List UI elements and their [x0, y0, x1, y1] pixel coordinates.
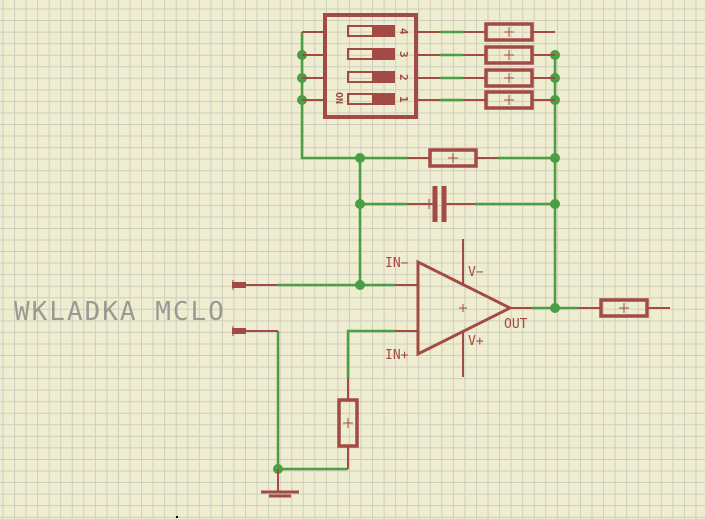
resistor-body [484, 45, 534, 65]
cursor-dot [176, 516, 178, 518]
junction-dot [355, 280, 365, 290]
opamp-labels: IN− IN+ V− V+ OUT [385, 256, 528, 363]
input-pin-1-head [232, 282, 246, 288]
junction-dot [355, 153, 365, 163]
resistor-output[interactable] [578, 298, 670, 318]
capacitor[interactable] [407, 186, 475, 222]
opamp-label-in-plus: IN+ [385, 348, 409, 363]
dip-toggle-knob [372, 95, 394, 103]
ground-symbol[interactable] [261, 469, 299, 498]
resistor-body [337, 398, 359, 448]
resistor-body [599, 298, 649, 318]
junction-dot [550, 303, 560, 313]
resistor-r2[interactable] [463, 45, 555, 65]
junction-dot [550, 153, 560, 163]
dip-switch-body [323, 13, 418, 119]
resistor-bias[interactable] [337, 378, 359, 469]
resistor-feedback[interactable] [407, 148, 498, 168]
opamp[interactable] [395, 239, 532, 377]
input-pins[interactable] [232, 280, 278, 336]
resistor-body [484, 90, 534, 110]
dip-switch[interactable] [302, 13, 440, 119]
schematic-title-label[interactable]: WKLADKA MCLO [14, 297, 226, 327]
dip-toggle-knob [372, 73, 394, 81]
dip-toggle-knob [372, 50, 394, 58]
resistor-body [484, 22, 534, 42]
dip-position-label: 4 [397, 28, 410, 35]
resistor-r1[interactable] [463, 22, 555, 42]
resistor-r3[interactable] [463, 68, 555, 88]
junction-dot [550, 199, 560, 209]
dip-position-label: 2 [397, 74, 410, 81]
resistor-r4[interactable] [463, 90, 555, 110]
dip-labels: 4 3 2 1 ON [333, 28, 410, 104]
dip-toggle-knob [372, 27, 394, 35]
opamp-label-in-minus: IN− [385, 256, 409, 271]
resistor-body [484, 68, 534, 88]
dip-position-label: 3 [397, 51, 410, 58]
opamp-label-v-plus: V+ [468, 334, 484, 349]
junctions [273, 50, 560, 474]
resistor-body [428, 148, 478, 168]
opamp-label-v-minus: V− [468, 265, 484, 280]
dip-on-label: ON [333, 92, 344, 104]
junction-dot [355, 199, 365, 209]
opamp-label-out: OUT [504, 317, 528, 332]
dip-position-label: 1 [397, 96, 410, 103]
wire[interactable] [346, 329, 395, 378]
resistors [337, 22, 670, 469]
input-pin-2-head [232, 328, 246, 334]
